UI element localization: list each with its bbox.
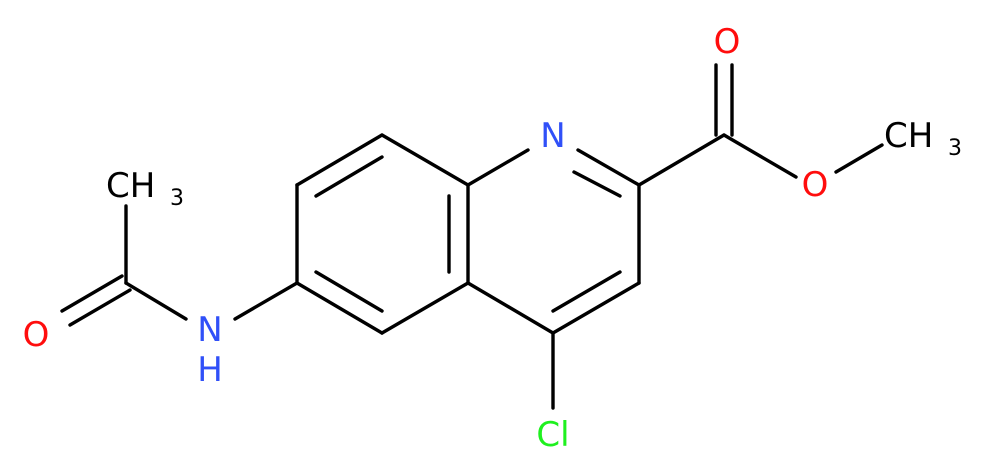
bond-oether-ch3	[834, 143, 884, 174]
bond-c8-c7-inner	[314, 155, 384, 198]
bond-c2-ccarb	[637, 133, 726, 187]
bond-ccarb-oether	[722, 133, 798, 179]
ether-oxygen-label: O	[802, 165, 829, 205]
bond-c5-c4a	[380, 281, 470, 335]
bond-nh-cacyl	[124, 281, 188, 321]
bond-n1-c2-inner	[572, 170, 622, 198]
bond-c3-c4	[551, 281, 641, 335]
acetyl-methyl-subscript: 3	[170, 186, 184, 211]
bond-cacyl-o-double-a	[60, 274, 124, 313]
amide-hydrogen-label: H	[197, 350, 223, 390]
acetyl-methyl-label: CH	[106, 166, 155, 206]
bond-c8a-n1	[466, 148, 530, 187]
atom-label-layer: N O O CH 3 CH 3 O N H Cl	[23, 22, 962, 455]
bond-c4-c4a	[466, 281, 555, 335]
bond-n1-c2	[576, 148, 641, 187]
ring-nitrogen-label: N	[540, 116, 565, 156]
ester-methyl-label: CH	[884, 116, 933, 156]
acetyl-oxygen-label: O	[23, 315, 50, 355]
bond-c6-nh	[233, 281, 299, 321]
bond-c8a-c8	[380, 133, 470, 187]
bond-c3-c4-inner	[551, 270, 622, 313]
bond-c8-c7	[295, 133, 384, 187]
chlorine-label: Cl	[536, 415, 569, 455]
amide-nitrogen-label: N	[197, 310, 222, 350]
bond-c6-c5-inner	[314, 270, 384, 313]
carbonyl-oxygen-label: O	[714, 22, 741, 62]
ester-methyl-subscript: 3	[948, 136, 962, 161]
bond-c6-c5	[295, 281, 384, 335]
bond-cacyl-o-double-b	[68, 288, 132, 327]
bond-layer	[60, 63, 884, 410]
